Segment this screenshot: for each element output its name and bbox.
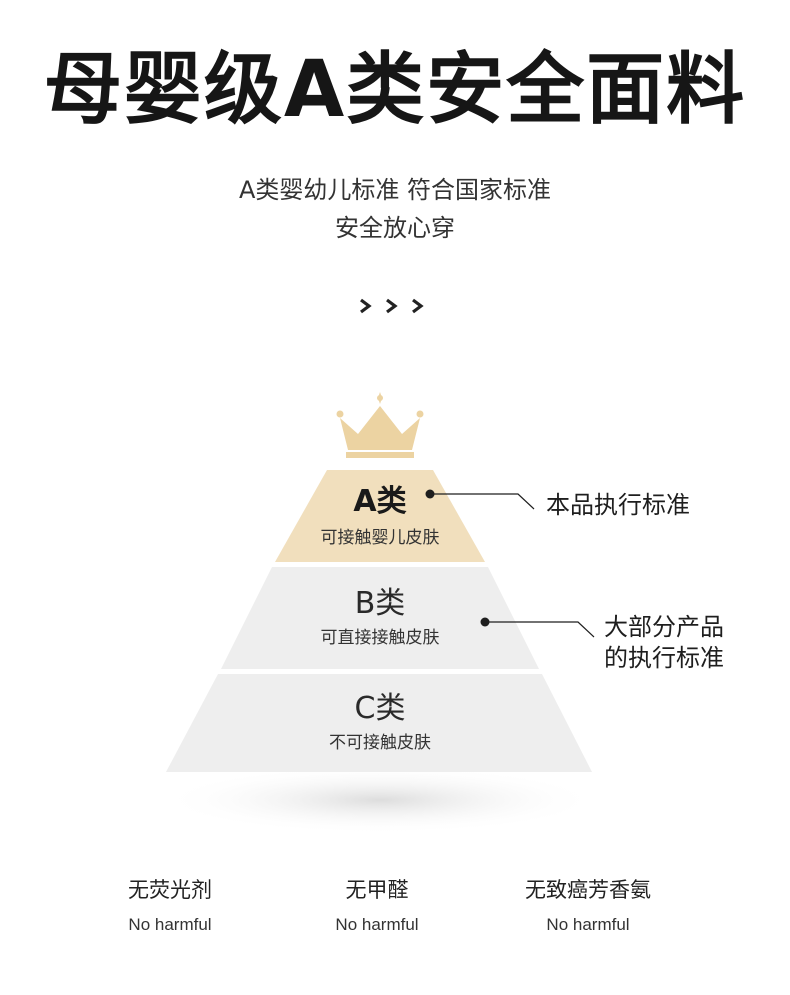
callout-b-text: 大部分产品 的执行标准 [604,612,724,674]
benefit-sub: No harmful [546,915,630,935]
tier-b-shape [221,567,539,669]
tier-c-desc: 不可接触皮肤 [329,733,431,753]
benefit-sub: No harmful [128,915,212,935]
benefit-sub: No harmful [335,915,419,935]
callout-a-line [425,489,535,510]
pyramid-shadow [160,766,600,834]
tier-a-desc: 可接触婴儿皮肤 [320,528,440,548]
page-title: 母婴级A类安全面料 [43,45,747,135]
callout-b-line [480,617,595,638]
benefit-title: 无荧光剂 [128,878,212,902]
tier-b-label: B类 [354,586,406,621]
benefit-title: 无甲醛 [345,878,409,902]
chevron-right-icon [360,298,424,314]
crown-icon [336,392,424,458]
benefit-title: 无致癌芳香氨 [525,878,651,902]
callout-b-line-2: 的执行标准 [604,644,724,673]
benefit-item: 无荧光剂 No harmful [70,878,270,935]
tier-c-shape [166,674,592,772]
benefit-item: 无甲醛 No harmful [277,878,477,935]
benefit-item: 无致癌芳香氨 No harmful [488,878,688,935]
subtitle-line-2: 安全放心穿 [335,214,455,242]
tier-c: C类 不可接触皮肤 [0,692,760,753]
callout-a-text: 本品执行标准 [546,491,690,519]
benefits-row: 无荧光剂 No harmful 无甲醛 No harmful 无致癌芳香氨 No… [0,878,790,958]
tier-b: B类 可直接接触皮肤 [0,587,760,648]
tier-a: A类 可接触婴儿皮肤 [0,485,760,548]
tier-b-desc: 可直接接触皮肤 [320,628,440,648]
tier-c-label: C类 [354,691,406,726]
callout-b-line-1: 大部分产品 [604,613,724,641]
subtitle-line-1: A类婴幼儿标准 符合国家标准 [238,176,552,204]
tier-a-label: A类 [353,484,407,519]
